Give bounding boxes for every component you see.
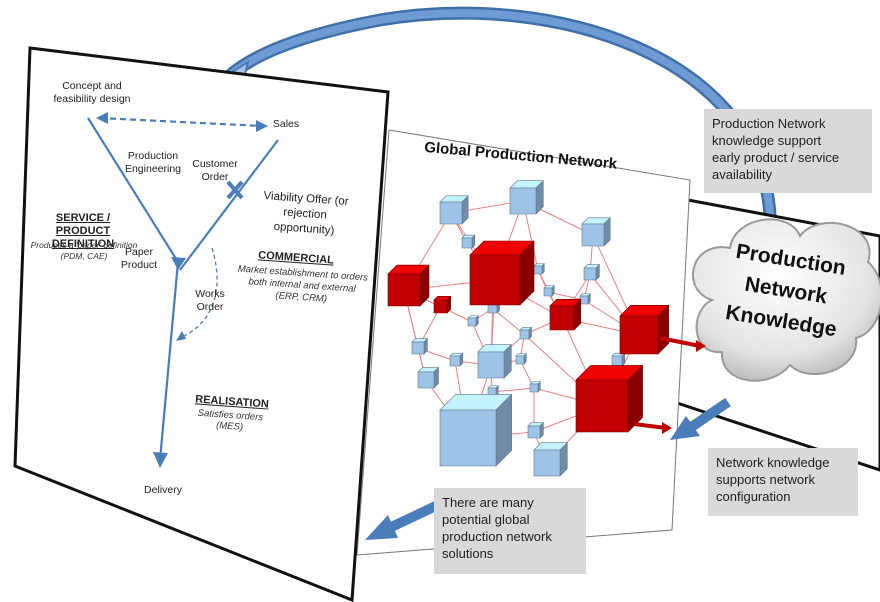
factory-cube xyxy=(439,393,513,467)
arrow-to-network-solutions xyxy=(365,499,443,540)
customer-order-label: Customer Order xyxy=(192,158,238,183)
concept-to-paper-arrow xyxy=(87,117,179,263)
cloud-icon xyxy=(692,218,880,382)
main-flow-arrow xyxy=(158,261,180,461)
factory-cube-large xyxy=(619,304,670,355)
network-link xyxy=(492,308,525,335)
factory-cube xyxy=(533,263,545,275)
factory-cube xyxy=(509,179,545,215)
rejection-cross-icon xyxy=(226,180,244,200)
factory-cube xyxy=(529,381,541,393)
factory-cube xyxy=(439,195,469,225)
service-product-subtitle: Produces a 'paper' definition (PDM, CAE) xyxy=(30,240,138,261)
factory-cube xyxy=(461,234,476,249)
factory-cube xyxy=(477,343,513,379)
factory-cube xyxy=(487,385,499,397)
paper-product-label: Paper Product xyxy=(120,246,158,271)
factory-cube-large xyxy=(469,240,535,306)
works-order-label: Works Order xyxy=(195,288,225,313)
arrow-to-network-configuration xyxy=(670,397,731,440)
factory-cube xyxy=(579,293,591,305)
sales-label: Sales xyxy=(272,118,300,130)
factory-cube xyxy=(583,263,601,281)
knowledge-link-arrow xyxy=(659,336,706,352)
factory-cube xyxy=(519,326,533,340)
factory-cube xyxy=(417,366,440,389)
factory-cube xyxy=(543,285,555,297)
callout-early-availability: Production Network knowledge support ear… xyxy=(704,109,872,193)
factory-cube xyxy=(581,217,611,247)
delivery-label: Delivery xyxy=(144,484,182,496)
works-order-dashed-arrow xyxy=(179,247,218,339)
factory-cube-large xyxy=(549,298,582,331)
factory-cube xyxy=(411,337,429,355)
sales-to-order-arrow xyxy=(179,139,279,271)
factory-cube xyxy=(467,315,479,327)
factory-cube-large xyxy=(387,264,430,307)
concept-label: Concept and feasibility design xyxy=(53,80,131,105)
factory-cube xyxy=(527,421,545,439)
factory-cube xyxy=(533,441,569,477)
factory-cube-large xyxy=(433,295,452,314)
factory-cube xyxy=(449,352,464,367)
knowledge-link-arrow xyxy=(633,422,672,434)
service-product-title: SERVICE / PRODUCT DEFINITION xyxy=(51,212,115,250)
concept-sales-dashed-arrow xyxy=(99,116,263,128)
factory-cube xyxy=(515,353,527,365)
production-engineering-label: Production Engineering xyxy=(124,150,182,175)
network-link xyxy=(491,387,535,393)
factory-cube-large xyxy=(575,364,644,433)
callout-network-configuration: Network knowledge supports network confi… xyxy=(708,448,858,516)
callout-many-solutions: There are many potential global producti… xyxy=(434,488,586,574)
